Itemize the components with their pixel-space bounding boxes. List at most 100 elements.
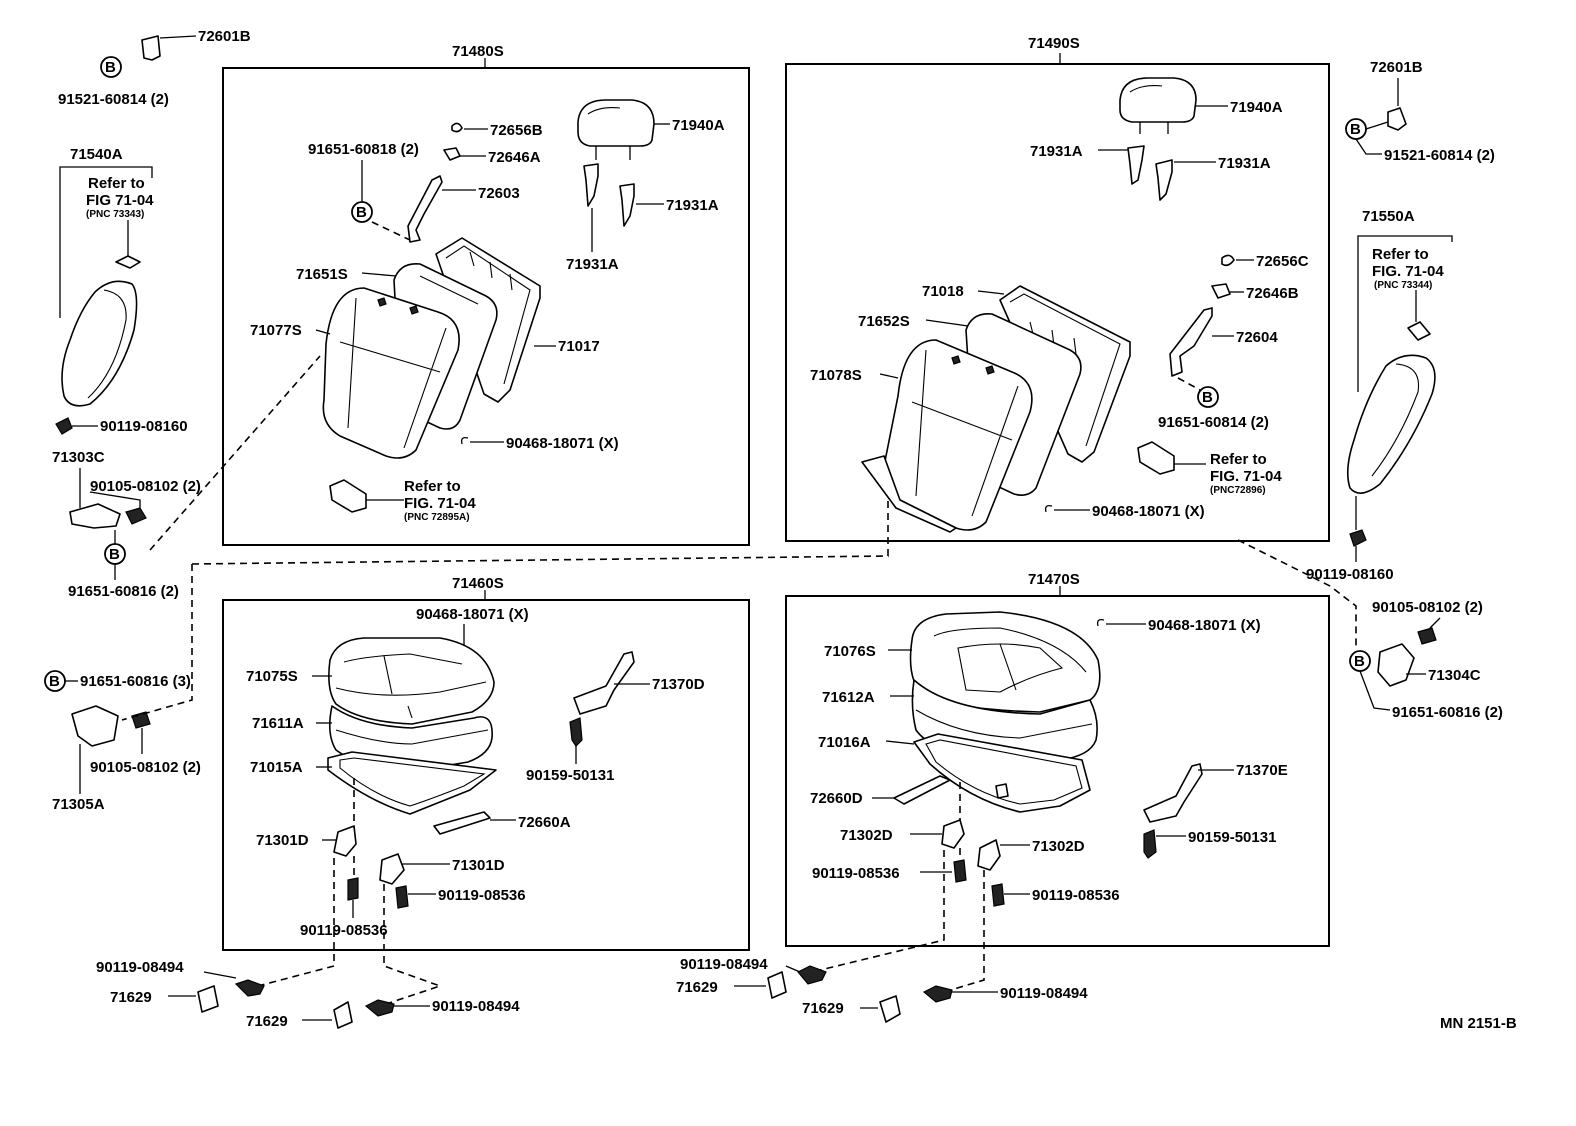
clip-72646A (443, 147, 461, 161)
label-90105-left-a: 90105-08102 (2) (90, 478, 201, 495)
lever-71370D (573, 651, 635, 715)
cap-71629-c (767, 971, 787, 999)
cover-72660A (433, 811, 491, 835)
label-refer3-c: (PNC72896) (1210, 485, 1266, 496)
label-71076S: 71076S (824, 643, 876, 660)
label-refer4-a: Refer to (1372, 246, 1429, 263)
bracket-71301D-a (333, 825, 357, 857)
label-72601B-right: 72601B (1370, 59, 1423, 76)
lever-71370E (1143, 763, 1203, 823)
label-71370E: 71370E (1236, 762, 1288, 779)
label-91651-60816-left-b: 91651-60816 (3) (80, 673, 191, 690)
label-71550A: 71550A (1362, 208, 1415, 225)
label-71301D-b: 71301D (452, 857, 505, 874)
box-71470S (785, 595, 1330, 947)
rod-72604 (1169, 307, 1213, 377)
label-71540A: 71540A (70, 146, 123, 163)
armrest-71550A (1346, 354, 1436, 494)
label-71304C: 71304C (1428, 667, 1481, 684)
hinge-71304C (1377, 643, 1415, 687)
svg-text:B: B (49, 673, 60, 690)
b-marker-icon: B (1197, 386, 1219, 408)
label-71301D-a: 71301D (256, 832, 309, 849)
bracket-71301D-b (379, 853, 405, 885)
label-72646B: 72646B (1246, 285, 1299, 302)
label-90119-08494-c: 90119-08494 (680, 956, 768, 973)
label-71370D: 71370D (652, 676, 705, 693)
label-71460S: 71460S (452, 575, 504, 592)
bolt-90119-08494-b (364, 999, 395, 1017)
label-72660A: 72660A (518, 814, 571, 831)
label-91651-60816-right: 91651-60816 (2) (1392, 704, 1503, 721)
label-refer3-a: Refer to (1210, 451, 1267, 468)
cap-71629-a (197, 985, 219, 1013)
label-72601B-left: 72601B (198, 28, 251, 45)
label-90105-right: 90105-08102 (2) (1372, 599, 1483, 616)
label-71078S: 71078S (810, 367, 862, 384)
b-marker-icon: B (1345, 118, 1367, 140)
label-71017: 71017 (558, 338, 600, 355)
label-71629-b: 71629 (246, 1013, 288, 1030)
label-90468-c: 90468-18071 (X) (416, 606, 529, 623)
guide-71931A-left-1 (583, 163, 599, 207)
svg-text:B: B (1202, 389, 1213, 406)
label-71075S: 71075S (246, 668, 298, 685)
hook-90468-d (1096, 618, 1105, 627)
label-71629-d: 71629 (802, 1000, 844, 1017)
label-71931A-left-a: 71931A (666, 197, 719, 214)
label-71611A: 71611A (252, 715, 304, 732)
b-marker-icon: B (104, 543, 126, 565)
label-90119-08160-right: 90119-08160 (1306, 566, 1394, 583)
label-71305A: 71305A (52, 796, 105, 813)
box-71490S (785, 63, 1330, 542)
label-90119-08536-d: 90119-08536 (1032, 887, 1120, 904)
label-90119-08494-d: 90119-08494 (1000, 985, 1088, 1002)
bolt-90119-08536-b (347, 877, 359, 901)
hook-90468-b (1044, 504, 1053, 513)
label-refer2-b: FIG. 71-04 (404, 495, 476, 512)
label-71015A: 71015A (250, 759, 303, 776)
cap-71629-d (879, 995, 901, 1023)
label-90105-left-b: 90105-08102 (2) (90, 759, 201, 776)
bracket-refer2 (329, 479, 367, 513)
label-90468-d: 90468-18071 (X) (1148, 617, 1261, 634)
label-91651-60818: 91651-60818 (2) (308, 141, 419, 158)
label-71651S: 71651S (296, 266, 348, 283)
label-refer3-b: FIG. 71-04 (1210, 468, 1282, 485)
b-marker-icon: B (1349, 650, 1371, 672)
label-71629-a: 71629 (110, 989, 152, 1006)
label-91521-left: 91521-60814 (2) (58, 91, 169, 108)
label-71302D-a: 71302D (840, 827, 893, 844)
label-90119-08536-a: 90119-08536 (438, 887, 526, 904)
svg-text:B: B (109, 546, 120, 563)
cover-72660D (893, 775, 951, 805)
label-90119-08494-a: 90119-08494 (96, 959, 184, 976)
svg-text:B: B (1354, 653, 1365, 670)
bolt-90119-08536-c (953, 859, 967, 883)
label-71303C: 71303C (52, 449, 105, 466)
label-71931A-right-b: 71931A (1218, 155, 1271, 172)
frame-71015A (327, 751, 497, 815)
hinge-71305A (71, 705, 119, 747)
label-71480S: 71480S (452, 43, 504, 60)
label-71940A-right: 71940A (1230, 99, 1283, 116)
label-71629-c: 71629 (676, 979, 718, 996)
label-72660D: 72660D (810, 790, 863, 807)
label-72656B: 72656B (490, 122, 543, 139)
bolt-90119-08494-d (922, 985, 953, 1003)
frame-71016A (913, 733, 1091, 813)
label-90468-b: 90468-18071 (X) (1092, 503, 1205, 520)
label-71018: 71018 (922, 283, 964, 300)
bracket-refer3 (1137, 441, 1175, 475)
svg-text:B: B (1350, 121, 1361, 138)
label-71940A-left: 71940A (672, 117, 725, 134)
label-90159-a: 90159-50131 (526, 767, 614, 784)
armrest-71540A (61, 280, 138, 407)
cap-71629-b (333, 1001, 353, 1029)
label-90119-08160-left: 90119-08160 (100, 418, 188, 435)
bolt-90119-08494-a (234, 979, 265, 997)
box-71480S (222, 67, 750, 546)
label-91521-right: 91521-60814 (2) (1384, 147, 1495, 164)
label-71016A: 71016A (818, 734, 871, 751)
